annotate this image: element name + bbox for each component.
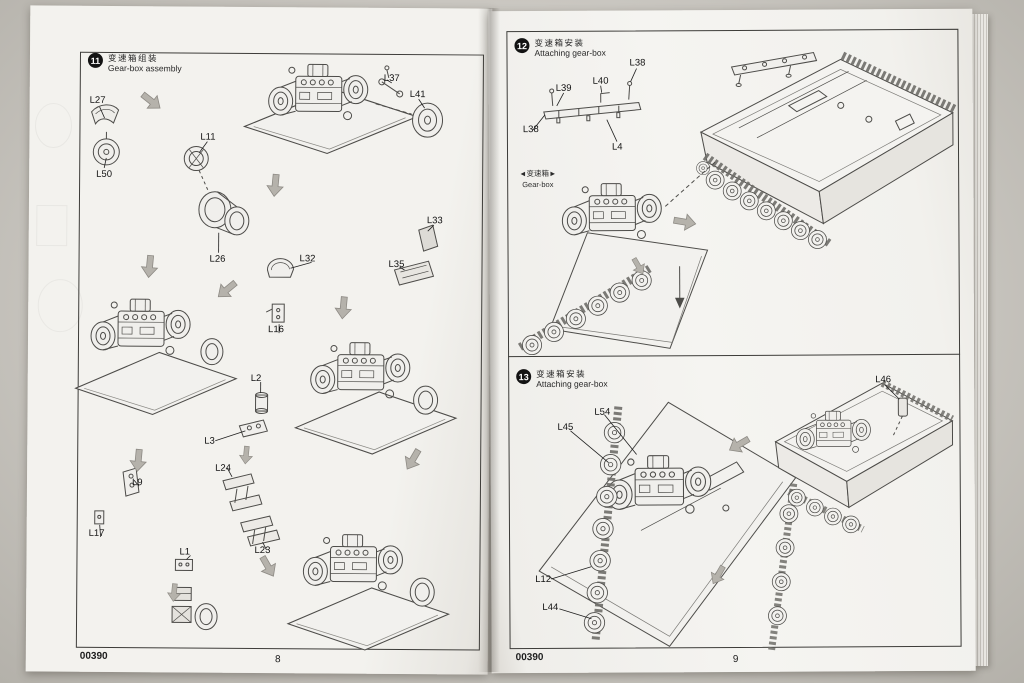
part-label-l50: L50 <box>96 168 113 180</box>
part-label-l4: L4 <box>611 141 623 153</box>
assembly-arrows <box>128 87 426 603</box>
gearbox-drawing <box>561 182 662 240</box>
track-band-drawing <box>840 51 957 113</box>
roadwheels-drawing <box>768 504 799 626</box>
step-13-titles: 变速箱安装 Attaching gear-box <box>536 369 607 389</box>
page-left-diagrams <box>34 63 457 652</box>
step-13-number: 13 <box>516 369 532 385</box>
page-number-right: 9 <box>732 653 739 665</box>
part-l1-drawing <box>174 558 193 572</box>
step-12-header: 12 变速箱安装 Attaching gear-box <box>514 38 606 58</box>
part-l24-drawing <box>222 473 263 512</box>
step-13-header: 13 变速箱安装 Attaching gear-box <box>516 369 608 389</box>
step-12-titles: 变速箱安装 Attaching gear-box <box>534 38 605 58</box>
part-label-l38-left: L38 <box>522 124 539 136</box>
step-13-title-en: Attaching gear-box <box>536 378 608 390</box>
part-l27-drawing <box>91 104 120 125</box>
part-label-l17: L17 <box>88 527 105 539</box>
part-l3-drawing <box>238 419 269 438</box>
part-l46-drawing <box>897 397 908 417</box>
part-l33-drawing <box>418 224 439 252</box>
part-label-l44: L44 <box>542 601 559 613</box>
part-l2-drawing <box>255 392 269 415</box>
page-right-diagrams <box>517 51 957 651</box>
part-label-l3: L3 <box>204 435 215 447</box>
part-l37-rod-drawing <box>378 65 404 98</box>
part-l41-drum-drawing <box>412 102 444 138</box>
part-l16-drawing <box>265 303 285 323</box>
step-12-title-cn: 变速箱安装 <box>534 37 585 49</box>
part-label-l16: L16 <box>268 324 284 336</box>
step-11-title-en: Gear-box assembly <box>107 62 182 74</box>
part-label-l26: L26 <box>209 253 226 265</box>
part-l11-drawing <box>183 146 209 172</box>
part-label-l35: L35 <box>388 258 405 271</box>
gearbox-note-en: Gear-box <box>522 179 554 190</box>
part-l35-drawing <box>393 260 435 286</box>
page-left: 11 变速箱组装 Gear-box assembly L27 L50 L11 L… <box>25 5 493 675</box>
booklet-page-edges <box>972 14 988 666</box>
part-l17-drawing <box>94 510 105 525</box>
page-right: 12 变速箱安装 Attaching gear-box L38 L39 L40 … <box>488 8 976 674</box>
part-label-l11: L11 <box>200 131 216 143</box>
step-12-title-en: Attaching gear-box <box>534 47 606 59</box>
part-label-l1: L1 <box>179 546 191 558</box>
part-l9-drawing <box>122 467 140 497</box>
gearbox-drawing <box>90 298 191 356</box>
mount-strip-drawing <box>730 52 818 87</box>
part-l4-rail-drawing <box>543 81 642 124</box>
part-label-l54: L54 <box>594 406 611 418</box>
step-13-title-cn: 变速箱安装 <box>536 368 587 380</box>
print-through-ghost <box>34 103 83 333</box>
part-l26-drawing <box>198 191 250 236</box>
part-label-l41: L41 <box>409 89 426 101</box>
part-label-l32: L32 <box>299 253 316 265</box>
part-l32-drawing <box>266 258 294 278</box>
step-11-titles: 变速箱组装 Gear-box assembly <box>108 53 182 74</box>
part-l50-drawing <box>92 131 120 166</box>
part-label-l46: L46 <box>875 374 892 386</box>
part-l23-drawing <box>240 515 281 547</box>
step-12-number: 12 <box>514 38 530 54</box>
part-label-l23: L23 <box>254 544 271 557</box>
step-11-header: 11 变速箱组装 Gear-box assembly <box>87 52 182 74</box>
gearbox-drawing <box>310 341 411 399</box>
part-label-l37: L37 <box>383 72 400 84</box>
hull-interior-drawing <box>538 401 797 647</box>
leader-lines <box>99 79 435 560</box>
part-label-l38-top: L38 <box>629 57 646 69</box>
part-label-l24: L24 <box>215 462 232 474</box>
part-label-l45: L45 <box>557 421 574 433</box>
step-11-number: 11 <box>87 52 104 68</box>
part-label-l2: L2 <box>250 372 262 385</box>
gearbox-note-cn: ◄变速箱► <box>519 168 557 179</box>
part-label-l12: L12 <box>535 573 552 586</box>
part-label-l39: L39 <box>555 82 572 94</box>
part-label-l27: L27 <box>89 94 106 106</box>
part-label-l9: L9 <box>131 477 143 489</box>
hull-drawing <box>699 58 954 225</box>
leader-lines <box>532 68 900 620</box>
part-label-l33: L33 <box>426 215 443 227</box>
small-assembly-drawing <box>171 586 218 631</box>
track-band-drawing <box>880 380 954 422</box>
gearbox-drawing <box>302 533 404 591</box>
part-label-l40: L40 <box>592 75 609 87</box>
step-11-title-cn: 变速箱组装 <box>107 52 159 64</box>
